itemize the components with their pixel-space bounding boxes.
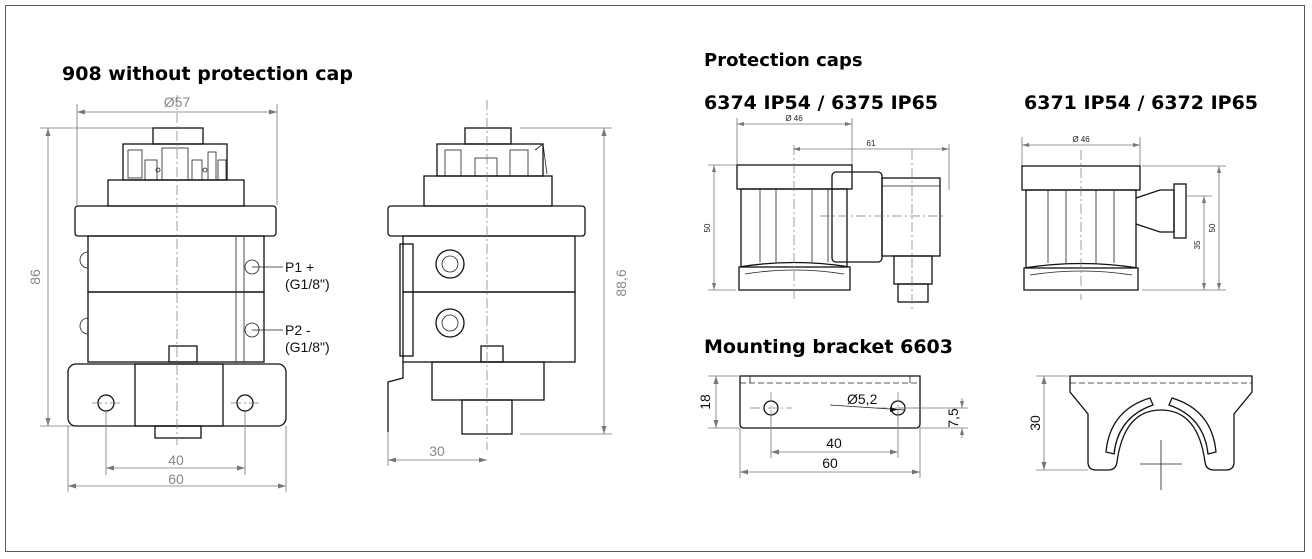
side-height-label: 88,6 xyxy=(613,269,629,296)
cap6371-diameter-label: Ø 46 xyxy=(1072,135,1090,144)
p2-label: P2 - xyxy=(285,322,311,338)
cap6374-length-label: 61 xyxy=(867,139,876,148)
side-offset-label: 30 xyxy=(429,443,445,459)
drawing-frame xyxy=(5,5,1305,552)
heading-protection-caps: Protection caps xyxy=(704,50,863,71)
bracket-height-label: 18 xyxy=(697,394,713,410)
heading-mounting-bracket: Mounting bracket 6603 xyxy=(704,336,953,358)
p1-thread-label: (G1/8") xyxy=(285,276,330,292)
bracket-spacing-label: 40 xyxy=(826,435,842,451)
heading-cap-6374: 6374 IP54 / 6375 IP65 xyxy=(704,92,939,114)
heading-908: 908 without protection cap xyxy=(62,63,353,85)
front-height-label: 86 xyxy=(27,269,43,285)
bracket-side-view: 30 xyxy=(1027,375,1253,490)
cap-6371-view: Ø 46 35 50 xyxy=(1021,135,1226,300)
heading-cap-6371: 6371 IP54 / 6372 IP65 xyxy=(1024,92,1259,114)
cap6374-height-label: 50 xyxy=(703,223,712,232)
p1-label: P1 + xyxy=(285,259,314,275)
cap6374-diameter-label: Ø 46 xyxy=(785,114,803,123)
front-view: Ø57 86 xyxy=(27,94,330,492)
p2-thread-label: (G1/8") xyxy=(285,339,330,355)
cap6371-outer-height-label: 50 xyxy=(1208,223,1217,232)
bracket-front-view: 18 Ø5,2 7,5 40 60 xyxy=(697,375,968,478)
bracket-side-height-label: 30 xyxy=(1027,415,1043,431)
side-view: 88,6 30 xyxy=(387,100,629,466)
front-width-label: 60 xyxy=(168,471,184,487)
cap-6374-view: Ø 46 61 50 xyxy=(703,114,950,310)
bracket-length-label: 60 xyxy=(822,455,838,471)
bracket-hole-label: Ø5,2 xyxy=(847,391,878,407)
bracket-edge-label: 7,5 xyxy=(945,408,961,428)
cap6371-inner-height-label: 35 xyxy=(1193,240,1202,249)
front-hole-spacing-label: 40 xyxy=(168,452,184,468)
